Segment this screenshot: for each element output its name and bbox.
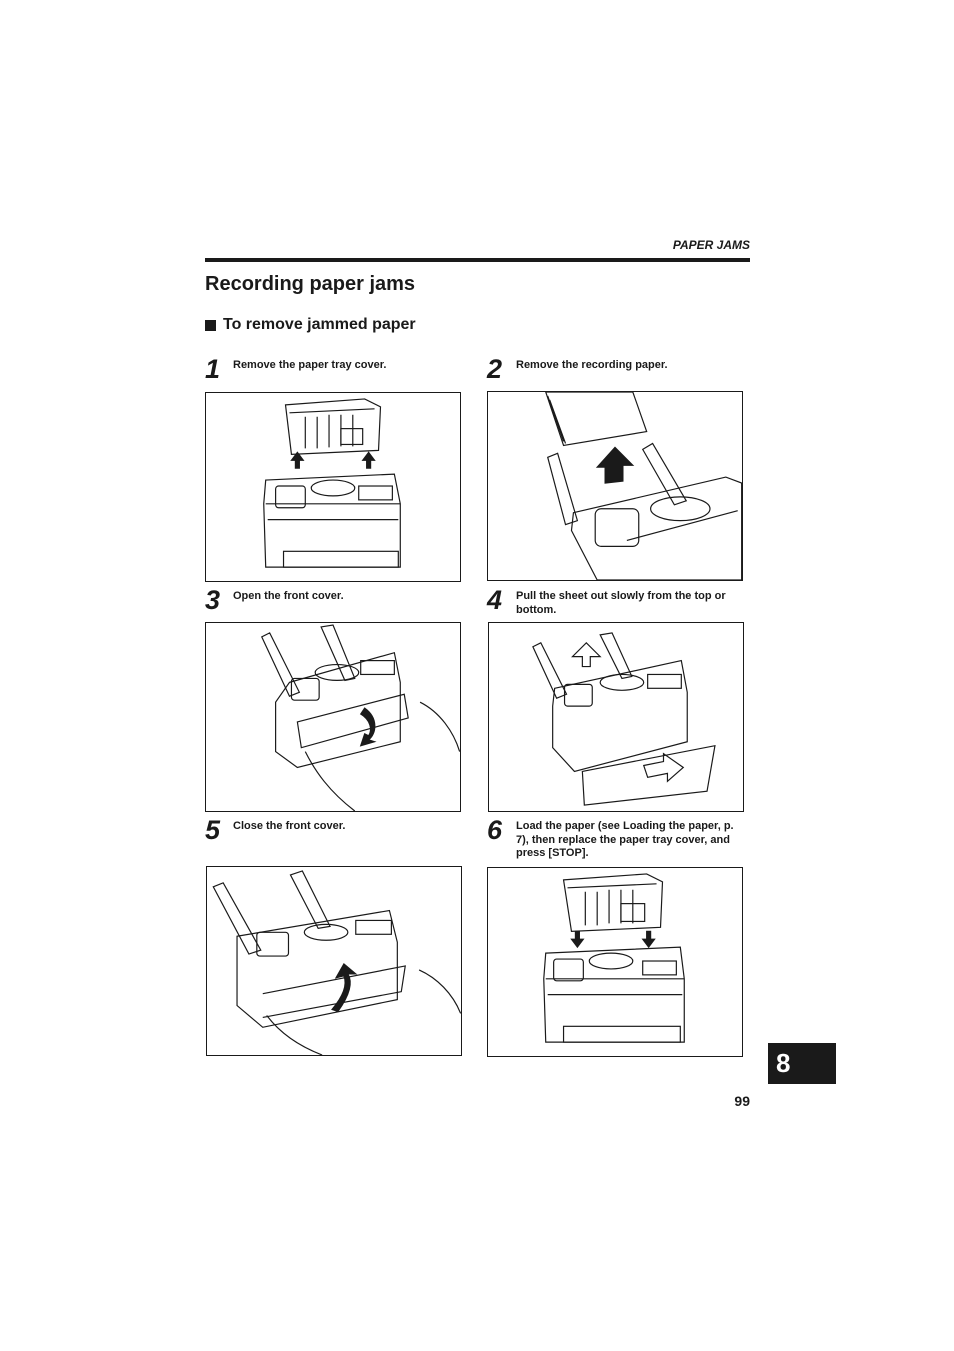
page-title: Recording paper jams	[205, 273, 416, 295]
fax-tray-cover-icon	[263, 398, 401, 568]
illustration-remove-recording-paper	[487, 391, 743, 581]
header-rule	[205, 258, 750, 262]
step-number-4: 4	[487, 585, 503, 615]
step-number-3: 3	[205, 585, 221, 615]
step-text-3: Open the front cover.	[233, 590, 344, 602]
step-number-6: 6	[487, 815, 503, 845]
illustration-replace-tray-cover	[487, 867, 743, 1057]
section-subtitle: To remove jammed paper	[205, 316, 416, 334]
illustration-close-front-cover	[206, 866, 462, 1056]
page-number: 99	[734, 1093, 750, 1109]
step-text-5: Close the front cover.	[233, 820, 346, 832]
step-number-5: 5	[205, 815, 221, 845]
fax-close-cover-icon	[212, 870, 461, 1055]
step-text-1: Remove the paper tray cover.	[233, 359, 387, 371]
fax-remove-paper-icon	[545, 392, 742, 580]
illustration-pull-sheet-out	[488, 622, 744, 812]
section-header: PAPER JAMS	[672, 238, 750, 252]
step-text-4: Pull the sheet out slowly from the top o…	[516, 590, 726, 616]
step-number-1: 1	[205, 354, 221, 384]
illustration-open-front-cover	[205, 622, 461, 812]
chapter-tab: 8	[768, 1043, 836, 1084]
fax-open-cover-icon	[260, 624, 460, 811]
step-text-2: Remove the recording paper.	[516, 359, 668, 371]
step-number-2: 2	[487, 354, 503, 384]
fax-replace-cover-icon	[543, 873, 685, 1043]
step-text-6: Load the paper (see Loading the paper, p…	[516, 820, 734, 859]
square-bullet-icon	[205, 319, 216, 331]
fax-pull-sheet-icon	[532, 632, 716, 806]
illustration-remove-tray-cover	[205, 392, 461, 582]
section-subtitle-text: To remove jammed paper	[223, 316, 416, 333]
